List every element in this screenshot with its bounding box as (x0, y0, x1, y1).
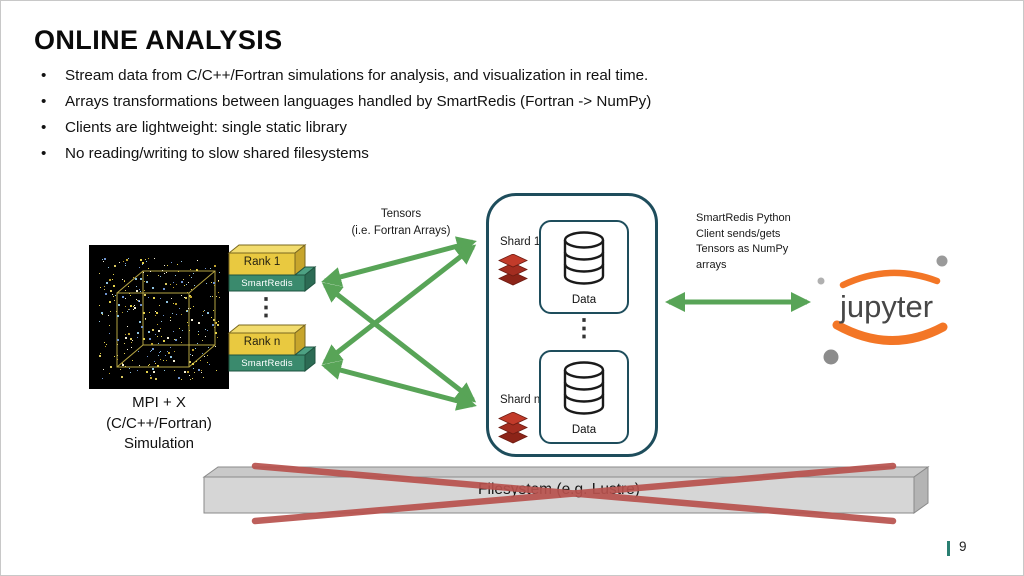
rank1-smartredis-box (227, 243, 317, 293)
simulation-image (89, 245, 229, 389)
bullet-marker: • (41, 145, 47, 162)
simulation-label: MPI + X (C/C++/Fortran) Simulation (59, 393, 259, 455)
simulation-label-line3: Simulation (123, 435, 195, 452)
simulation-dots (89, 245, 229, 389)
jupyter-logo-icon (817, 255, 948, 365)
bullet-item: • Stream data from C/C++/Fortran simulat… (41, 67, 801, 85)
database-icon-n (563, 361, 605, 415)
data-label-1: Data (571, 294, 597, 306)
rank1-label: Rank 1 (243, 256, 281, 268)
redis-icon-n (498, 412, 528, 444)
smartredis-label-1: SmartRedis (241, 278, 293, 289)
bullet-text: Clients are lightweight: single static l… (65, 119, 347, 136)
jupyter-logo-text: jupyter (839, 289, 934, 324)
bullet-list: • Stream data from C/C++/Fortran simulat… (41, 67, 801, 171)
tensors-label-line1: Tensors (380, 208, 422, 220)
bullet-item: • Arrays transformations between languag… (41, 93, 801, 111)
note-line2: Client sends/gets (696, 227, 781, 240)
simulation-label-line1: MPI + X (132, 394, 186, 411)
note-line3: Tensors as NumPy (696, 243, 789, 255)
data-label-n: Data (571, 424, 597, 436)
note-line4: arrays (696, 258, 727, 271)
footer-divider (947, 541, 950, 556)
rankn-smartredis-box (227, 323, 317, 373)
data-box-n: Data (539, 350, 629, 444)
ranks-ellipsis: ⋮ (254, 294, 278, 321)
arrow-rank1-shard1 (321, 236, 477, 287)
shards-ellipsis: ⋮ (572, 315, 596, 342)
redis-icon-1 (498, 254, 528, 286)
tensors-label-line2: (i.e. Fortran Arrays) (351, 225, 451, 237)
bullet-item: • No reading/writing to slow shared file… (41, 145, 801, 163)
smartredis-label-n: SmartRedis (241, 358, 293, 369)
rankn-label: Rank n (243, 336, 281, 348)
arrow-rankn-shardn (321, 360, 477, 411)
database-icon-1 (563, 231, 605, 285)
bullet-marker: • (41, 93, 47, 110)
bullet-marker: • (41, 119, 47, 136)
shardn-label: Shard n (500, 394, 541, 406)
smartredis-python-note: SmartRedis Python Client sends/gets Tens… (696, 211, 826, 273)
simulation-label-line2: (C/C++/Fortran) (106, 414, 212, 432)
tensors-label: Tensors (i.e. Fortran Arrays) (331, 206, 471, 240)
page-title: ONLINE ANALYSIS (34, 25, 283, 55)
note-line1: SmartRedis Python (696, 212, 791, 224)
bullet-item: • Clients are lightweight: single static… (41, 119, 801, 137)
bullet-text: Arrays transformations between languages… (65, 93, 652, 110)
database-container: Shard 1 Data ⋮ Shard n (486, 193, 658, 457)
bullet-text: Stream data from C/C++/Fortran simulatio… (65, 67, 649, 84)
bullet-text: No reading/writing to slow shared filesy… (65, 145, 369, 162)
arrow-rankn-shard1 (321, 244, 477, 365)
filesystem-label: Filesystem (e.g. Lustre) (478, 481, 640, 498)
bullet-marker: • (41, 67, 47, 84)
arrow-rank1-shardn (321, 282, 477, 403)
data-box-1: Data (539, 220, 629, 314)
page-number: 9 (959, 539, 967, 554)
shard1-label: Shard 1 (500, 236, 541, 248)
